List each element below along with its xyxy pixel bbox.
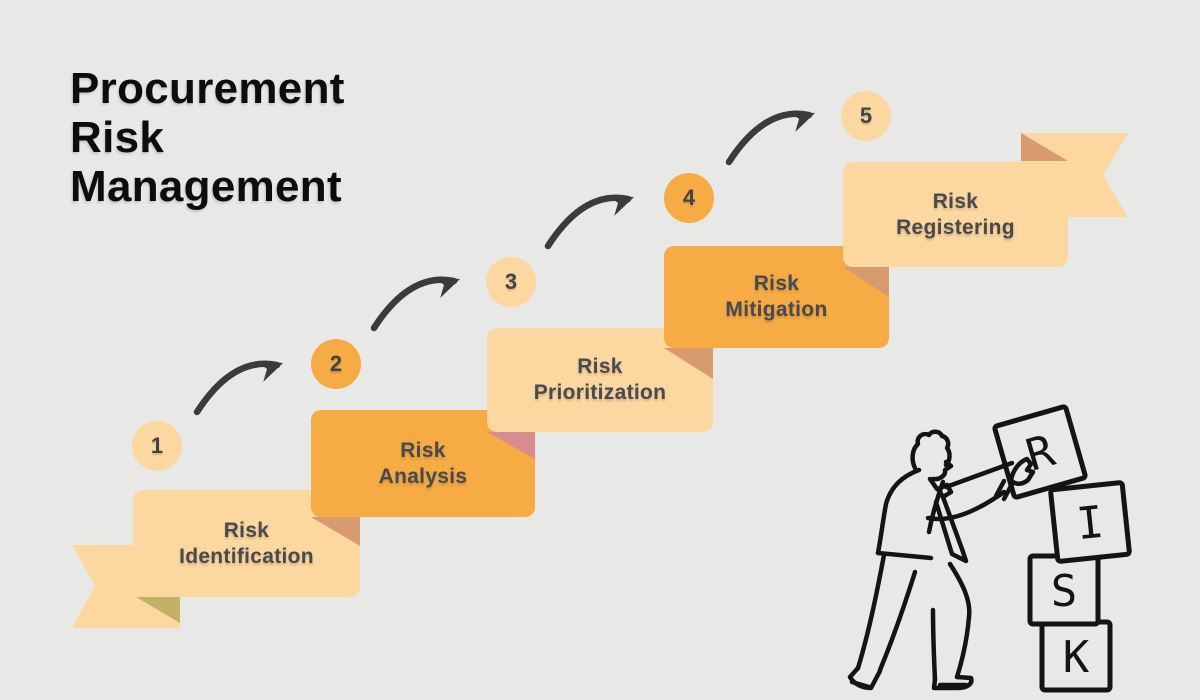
step-label-line2: Prioritization [533, 381, 667, 404]
title-line-3: Management [70, 162, 342, 211]
step-label-line2: Registering [896, 215, 1015, 239]
step-label-line2: Mitigation [725, 298, 828, 321]
letter-block-s: S [1027, 553, 1101, 627]
step-label-line1: Risk [753, 272, 800, 295]
person-arm-upper [943, 460, 1015, 490]
person-tie [933, 494, 969, 564]
step-label-line1: Risk [400, 438, 446, 462]
step-number: 3 [504, 269, 518, 294]
step-number: 1 [150, 433, 164, 458]
person-hand [1008, 456, 1036, 486]
person-head [910, 429, 952, 471]
person-face [930, 459, 954, 482]
letter-block-i: I [1048, 480, 1132, 564]
block-letter: R [1021, 425, 1061, 481]
title-line-1: Procurement [70, 64, 345, 113]
step-label-line2: Analysis [378, 464, 468, 488]
step-label-line1: Risk [932, 189, 979, 213]
step-number-circle-1: 1 [132, 421, 182, 471]
person-chest [926, 479, 946, 535]
person-arm-lower [925, 489, 1007, 522]
step-box-3: Risk Prioritization [487, 328, 713, 432]
curved-arrow-icon-1 [193, 360, 283, 416]
step-box-5: Risk Registering [843, 162, 1068, 267]
curved-arrow-icon-4 [725, 110, 815, 166]
title-line-2: Risk [70, 113, 165, 162]
person-illustration [847, 429, 1036, 691]
ribbon-fold-tan-triangle [1021, 133, 1068, 161]
person-back [875, 467, 922, 556]
step-number-circle-2: 2 [311, 339, 361, 389]
ribbon-fold-olive-triangle [136, 597, 180, 623]
block-letter: S [1051, 566, 1078, 617]
step-label-line2: Identification [179, 544, 314, 568]
letter-block-k: K [1039, 619, 1113, 693]
step-number-circle-5: 5 [841, 91, 891, 141]
step-number: 4 [682, 185, 696, 210]
curved-arrow-icon-3 [544, 194, 634, 250]
letter-block-r: R [992, 404, 1088, 500]
page-title: Procurement Risk Management [70, 64, 490, 211]
step-number: 5 [859, 103, 873, 128]
person-back-leg-inner [877, 569, 918, 673]
block-letter: I [1074, 497, 1106, 550]
person-cuff [993, 478, 1015, 502]
step-label-line1: Risk [577, 355, 623, 378]
person-front-shoe [931, 674, 974, 691]
curved-arrow-icon-2 [370, 276, 460, 332]
step-label-line1: Risk [223, 518, 270, 542]
person-back-shoe [847, 665, 883, 691]
step-number-circle-3: 3 [486, 257, 536, 307]
block-letter: K [1063, 632, 1090, 683]
step-number-circle-4: 4 [664, 173, 714, 223]
person-jacket-hem [875, 550, 934, 561]
person-collar [927, 476, 940, 492]
step-number: 2 [329, 351, 343, 376]
person-back-leg-outer [855, 552, 887, 671]
person-front-leg-inner [930, 607, 938, 683]
person-front-leg-outer [947, 561, 972, 680]
risk-letter-blocks: K S I R [992, 404, 1132, 693]
person-tie-knot [935, 482, 954, 500]
